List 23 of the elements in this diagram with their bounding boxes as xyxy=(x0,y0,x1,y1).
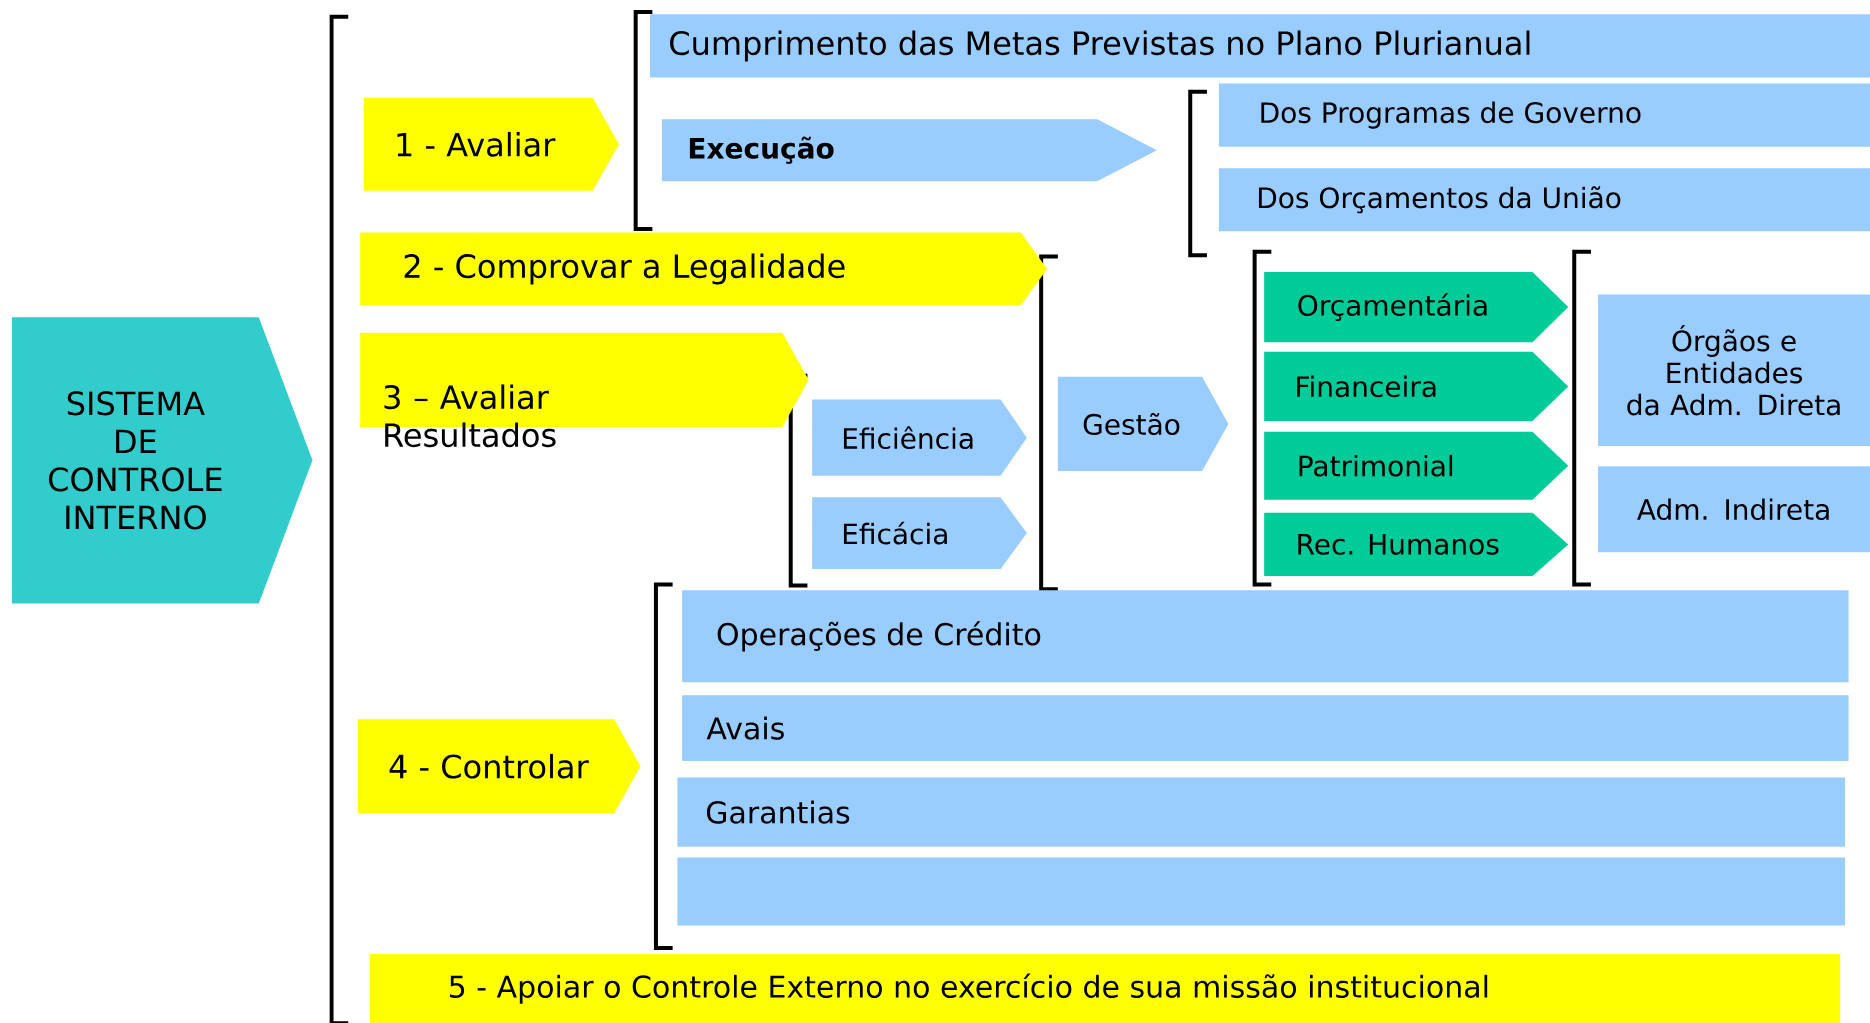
arrow-box: Patrimonial xyxy=(1264,431,1569,500)
arrow-box: 3 – Avaliar Resultados xyxy=(360,332,809,448)
arrow-box: Gestão xyxy=(1057,376,1229,472)
text-box: Garantias xyxy=(677,777,1845,847)
arrow-box: Financeira xyxy=(1264,351,1569,421)
arrow-box: 1 - Avaliar xyxy=(363,97,619,191)
text-box: Cumprimento das Metas Previstas no Plano Plurianual xyxy=(649,14,1870,78)
arrow-box: Rec. Humanos xyxy=(1264,512,1569,576)
node-label: Resultados xyxy=(385,422,556,448)
arrow-box: Eficiência xyxy=(812,399,1027,476)
text-box: Órgãos e Entidades da Adm. Direta xyxy=(1598,294,1870,447)
text-box: Avais xyxy=(682,695,1849,761)
text-box: Dos Programas de Governo xyxy=(1218,83,1870,147)
arrow-box: Execução xyxy=(661,119,1157,182)
empty-box xyxy=(677,857,1845,926)
text-box: 5 - Apoiar o Controle Externo no exercício de sua missão institucional xyxy=(369,954,1841,1023)
arrow-box: Orçamentária xyxy=(1264,271,1569,343)
arrow-box: SISTEMA DE CONTROLE INTERNO xyxy=(11,317,313,604)
text-box: Dos Orçamentos da União xyxy=(1218,168,1870,232)
text-box: Adm. Indireta xyxy=(1598,466,1870,553)
text-box: Operações de Crédito xyxy=(682,590,1849,683)
arrow-box: Eficácia xyxy=(812,497,1027,569)
arrow-box: 4 - Controlar xyxy=(357,719,641,814)
